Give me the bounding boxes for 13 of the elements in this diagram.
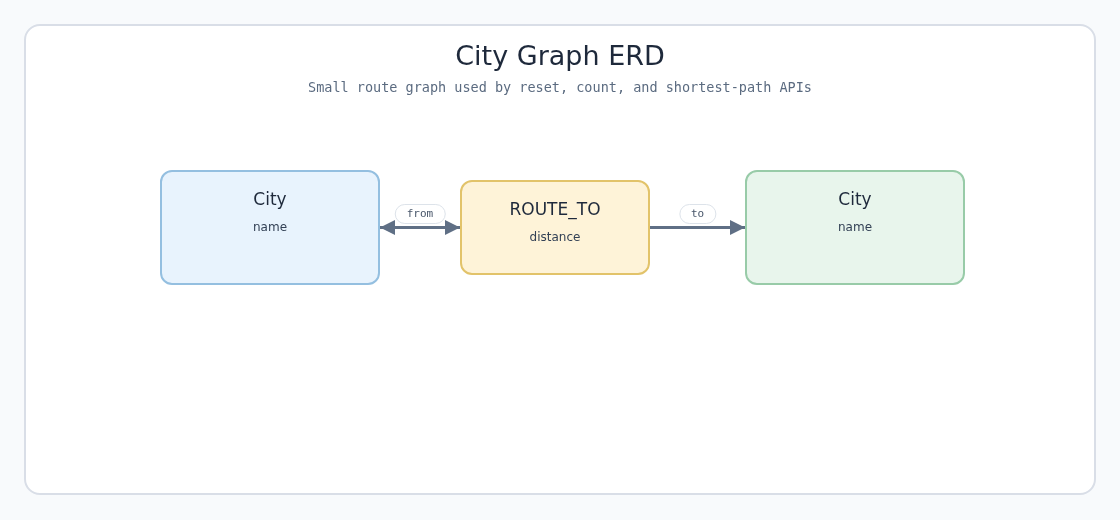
entity-box — [745, 170, 965, 285]
diagram-subtitle: Small route graph used by reset, count, and shortest-path APIs — [308, 78, 812, 96]
entity-name: City — [838, 188, 872, 210]
attribute-name: distance — [529, 229, 581, 245]
connector — [650, 220, 745, 235]
entity-box — [460, 180, 650, 275]
entity-name: ROUTE_TO — [509, 198, 601, 220]
entity-name: City — [253, 188, 287, 210]
attribute-name: name — [838, 219, 872, 235]
attribute-name: name — [253, 219, 287, 235]
connector — [380, 220, 460, 235]
entity-box — [160, 170, 380, 285]
diagram-title: City Graph ERD — [455, 39, 665, 73]
